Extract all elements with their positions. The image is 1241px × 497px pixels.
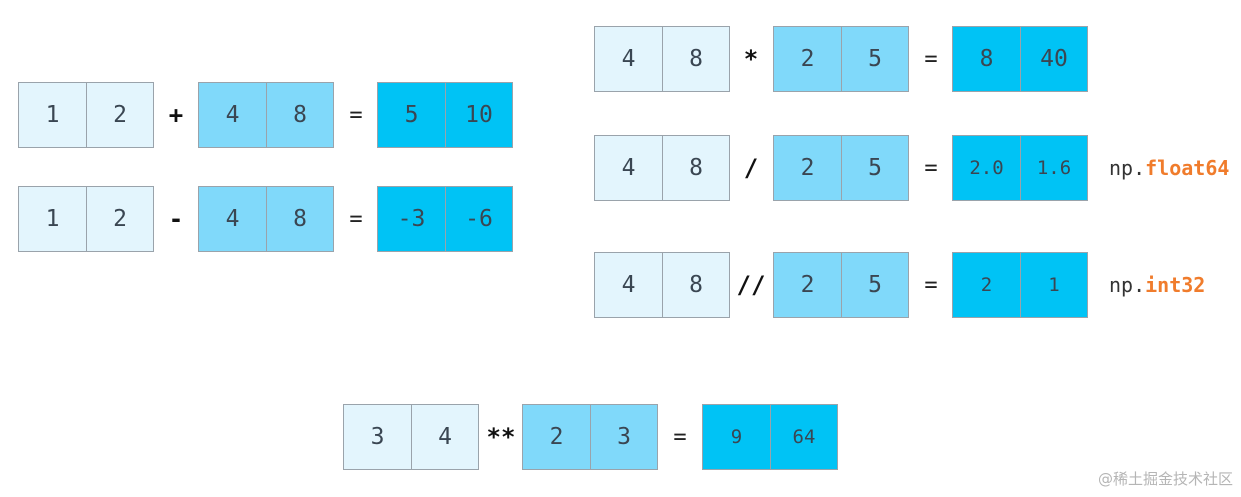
- equation-multiply: 4 8 * 2 5 = 8 40: [594, 26, 1094, 92]
- equation-add: 1 2 + 4 8 = 5 10: [18, 82, 518, 148]
- rhs-array: 2 5: [773, 26, 909, 92]
- equation-subtract: 1 2 - 4 8 = -3 -6: [18, 186, 518, 252]
- equals-sign: =: [349, 206, 363, 232]
- array-cell: 9: [703, 405, 770, 469]
- equals-sign: =: [924, 46, 938, 72]
- operator-symbol: *: [743, 45, 759, 73]
- array-cell: 2: [86, 83, 153, 147]
- array-cell: 1: [19, 83, 86, 147]
- dtype-name: int32: [1145, 273, 1206, 297]
- lhs-array: 4 8: [594, 252, 730, 318]
- array-cell: 5: [841, 253, 908, 317]
- array-cell: 5: [841, 27, 908, 91]
- operator-symbol: -: [168, 205, 184, 233]
- array-cell: 8: [953, 27, 1020, 91]
- operator-symbol: //: [736, 271, 766, 299]
- array-cell: 4: [199, 83, 266, 147]
- equation-power: 3 4 ** 2 3 = 9 64: [343, 404, 843, 470]
- rhs-array: 4 8: [198, 82, 334, 148]
- array-cell: 8: [266, 187, 333, 251]
- array-cell: -3: [378, 187, 445, 251]
- array-cell: 1.6: [1020, 136, 1087, 200]
- result-array: -3 -6: [377, 186, 513, 252]
- lhs-array: 4 8: [594, 26, 730, 92]
- operator-symbol: /: [743, 154, 759, 182]
- array-cell: 8: [662, 136, 729, 200]
- array-cell: 8: [662, 253, 729, 317]
- equals-sign: =: [924, 155, 938, 181]
- rhs-array: 4 8: [198, 186, 334, 252]
- array-cell: 2: [774, 27, 841, 91]
- array-cell: 2: [774, 253, 841, 317]
- array-cell: 4: [199, 187, 266, 251]
- equals-sign: =: [673, 424, 687, 450]
- lhs-array: 3 4: [343, 404, 479, 470]
- watermark: @稀土掘金技术社区: [1097, 470, 1233, 488]
- array-cell: 40: [1020, 27, 1087, 91]
- result-array: 8 40: [952, 26, 1088, 92]
- array-cell: 2.0: [953, 136, 1020, 200]
- array-cell: 1: [19, 187, 86, 251]
- result-array: 2.0 1.6: [952, 135, 1088, 201]
- array-cell: 2: [774, 136, 841, 200]
- dtype-prefix: np.: [1109, 156, 1146, 180]
- array-cell: -6: [445, 187, 512, 251]
- array-cell: 3: [344, 405, 411, 469]
- dtype-label: np.int32: [1109, 252, 1205, 318]
- array-cell: 1: [1020, 253, 1087, 317]
- dtype-prefix: np.: [1109, 273, 1146, 297]
- rhs-array: 2 5: [773, 135, 909, 201]
- equals-sign: =: [349, 102, 363, 128]
- array-cell: 4: [595, 136, 662, 200]
- array-cell: 4: [411, 405, 478, 469]
- equals-sign: =: [924, 272, 938, 298]
- array-cell: 64: [770, 405, 837, 469]
- operator-symbol: +: [168, 101, 184, 129]
- array-cell: 2: [523, 405, 590, 469]
- dtype-name: float64: [1145, 156, 1230, 180]
- lhs-array: 1 2: [18, 186, 154, 252]
- rhs-array: 2 3: [522, 404, 658, 470]
- array-cell: 8: [662, 27, 729, 91]
- dtype-label: np.float64: [1109, 135, 1229, 201]
- result-array: 2 1: [952, 252, 1088, 318]
- array-cell: 5: [841, 136, 908, 200]
- result-array: 9 64: [702, 404, 838, 470]
- lhs-array: 4 8: [594, 135, 730, 201]
- equation-floor-divide: 4 8 // 2 5 = 2 1 np.int32: [594, 252, 1239, 318]
- array-cell: 4: [595, 253, 662, 317]
- rhs-array: 2 5: [773, 252, 909, 318]
- equation-divide: 4 8 / 2 5 = 2.0 1.6 np.float64: [594, 135, 1239, 201]
- lhs-array: 1 2: [18, 82, 154, 148]
- array-cell: 2: [86, 187, 153, 251]
- array-cell: 8: [266, 83, 333, 147]
- array-cell: 3: [590, 405, 657, 469]
- array-cell: 2: [953, 253, 1020, 317]
- array-cell: 4: [595, 27, 662, 91]
- result-array: 5 10: [377, 82, 513, 148]
- array-cell: 5: [378, 83, 445, 147]
- operator-symbol: **: [486, 423, 516, 451]
- array-cell: 10: [445, 83, 512, 147]
